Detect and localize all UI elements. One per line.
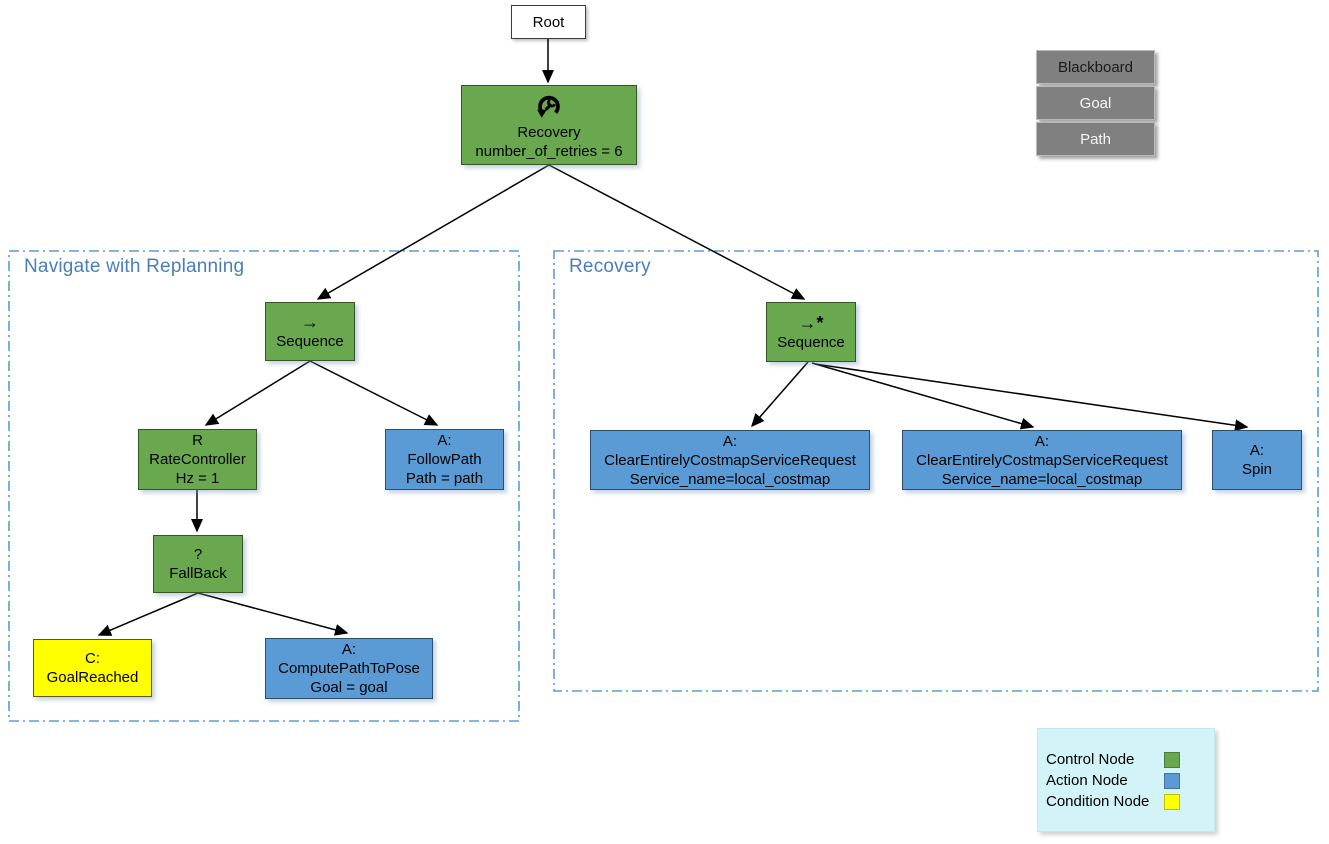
- node-prefix: R: [192, 432, 203, 449]
- blackboard-item-blackboard: Blackboard: [1036, 50, 1155, 84]
- node-clear-costmap-2: A: ClearEntirelyCostmapServiceRequest Se…: [902, 430, 1182, 490]
- condition-node-swatch: [1164, 793, 1180, 810]
- node-param: Hz = 1: [175, 470, 220, 487]
- group-recovery: Recovery: [553, 250, 1319, 692]
- node-prefix: A:: [437, 432, 452, 449]
- node-label: FallBack: [169, 565, 227, 582]
- node-prefix: A:: [722, 432, 738, 450]
- node-label: GoalReached: [46, 669, 139, 686]
- group-title: Navigate with Replanning: [24, 256, 245, 277]
- node-recovery: Recovery number_of_retries = 6: [461, 85, 637, 165]
- node-spin: A: Spin: [1212, 430, 1302, 490]
- node-label: ComputePathToPose: [278, 660, 420, 677]
- node-label: RateController: [149, 451, 246, 468]
- legend-item-control-node: Control Node: [1046, 749, 1214, 770]
- legend-item-condition-node: Condition Node: [1046, 791, 1214, 812]
- node-label: ClearEntirelyCostmapServiceRequest: [604, 451, 856, 469]
- blackboard-label: Goal: [1079, 94, 1112, 112]
- group-title: Recovery: [569, 256, 651, 277]
- group-navigate-with-replanning: Navigate with Replanning: [8, 250, 520, 722]
- node-label: Recovery: [517, 123, 581, 141]
- node-sequence-right: →* Sequence: [766, 302, 856, 362]
- node-param: Service_name=local_costmap: [941, 470, 1143, 488]
- control-node-swatch: [1164, 751, 1180, 768]
- retry-wrench-icon: [537, 95, 560, 118]
- action-node-swatch: [1164, 772, 1180, 789]
- node-param: Goal = goal: [310, 679, 388, 696]
- sequence-arrow-symbol: →: [301, 312, 319, 332]
- node-label: Spin: [1241, 461, 1273, 478]
- legend-label: Action Node: [1046, 772, 1128, 789]
- node-rate-controller: R RateController Hz = 1: [138, 429, 257, 490]
- blackboard-item-goal: Goal: [1036, 86, 1155, 120]
- legend-label: Condition Node: [1046, 793, 1150, 810]
- node-root: Root: [511, 5, 586, 39]
- blackboard-item-path: Path: [1036, 122, 1155, 156]
- node-prefix: C:: [85, 650, 100, 667]
- legend-label: Control Node: [1046, 751, 1135, 768]
- node-prefix: A:: [341, 641, 357, 658]
- node-param: number_of_retries = 6: [475, 142, 623, 160]
- node-label: Root: [532, 13, 565, 31]
- legend-item-action-node: Action Node: [1046, 770, 1214, 791]
- node-goal-reached: C: GoalReached: [33, 639, 152, 697]
- node-label: ClearEntirelyCostmapServiceRequest: [916, 451, 1168, 469]
- sequence-star-symbol: →*: [798, 312, 824, 333]
- node-label: Sequence: [276, 333, 344, 350]
- node-label: FollowPath: [407, 451, 482, 468]
- node-compute-path-to-pose: A: ComputePathToPose Goal = goal: [265, 638, 433, 699]
- node-param: Service_name=local_costmap: [629, 470, 831, 488]
- node-prefix: A:: [1034, 432, 1050, 450]
- blackboard-label: Path: [1080, 130, 1111, 148]
- legend: Control Node Action Node Condition Node: [1037, 728, 1215, 832]
- node-clear-costmap-1: A: ClearEntirelyCostmapServiceRequest Se…: [590, 430, 870, 490]
- blackboard-label: Blackboard: [1057, 58, 1134, 76]
- node-label: Sequence: [777, 333, 845, 351]
- node-sequence-left: → Sequence: [265, 302, 355, 361]
- node-prefix: A:: [1249, 442, 1265, 459]
- node-fallback: ? FallBack: [153, 535, 243, 593]
- node-prefix: ?: [193, 546, 203, 563]
- node-param: Path = path: [405, 470, 484, 487]
- node-follow-path: A: FollowPath Path = path: [385, 429, 504, 490]
